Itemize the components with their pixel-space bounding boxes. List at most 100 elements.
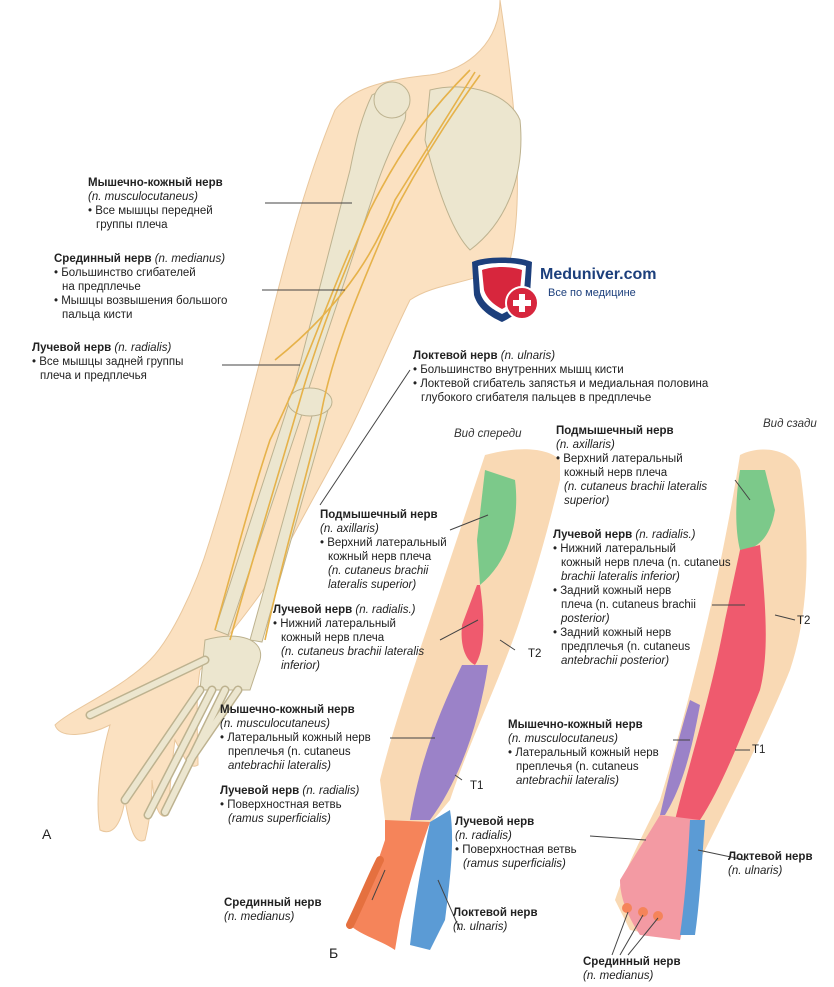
label-back-ulnar: Локтевой нерв (n. ulnaris) — [728, 850, 813, 878]
label-item: преплечья (n. cutaneus — [228, 746, 351, 758]
label-item: • Большинство внутренних мышц кисти — [413, 364, 624, 376]
label-item: (ramus superficialis) — [228, 813, 331, 825]
segment-t2-front: T2 — [528, 648, 542, 660]
label-item: inferior) — [281, 660, 320, 672]
label-item: • Верхний латеральный — [320, 537, 447, 549]
label-title: Мышечно-кожный нерв — [220, 704, 355, 716]
label-title: Лучевой нерв — [273, 604, 353, 616]
label-latin: (n. axillaris) — [556, 439, 615, 451]
label-latin: (n. medianus) — [154, 253, 226, 265]
label-item: • Нижний латеральный — [273, 618, 396, 630]
segment-t1-back: T1 — [752, 744, 766, 756]
label-latin: (n. musculocutaneus) — [220, 718, 330, 730]
label-title: Срединный нерв — [583, 956, 681, 968]
label-radial: Лучевой нерв (n. radialis) • Все мышцы з… — [32, 341, 183, 383]
label-item: плеча (n. cutaneus brachii — [561, 599, 696, 611]
label-latin: (n. radialis.) — [355, 604, 416, 616]
label-front-radial-superficial: Лучевой нерв (n. radialis) • Поверхностн… — [220, 784, 359, 826]
label-item: предплечья (n. cutaneus — [561, 641, 691, 653]
label-item: • Все мышцы передней — [88, 205, 213, 217]
label-latin: (n. ulnaris) — [453, 921, 508, 933]
label-item: кожный нерв плеча — [564, 467, 668, 479]
label-item: преплечья (n. cutaneus — [516, 761, 639, 773]
label-item: кожный нерв плеча (n. cutaneus — [561, 557, 731, 569]
label-item: posterior) — [561, 613, 610, 625]
hand-bones — [85, 635, 262, 820]
label-latin: (n. radialis.) — [635, 529, 696, 541]
label-title: Мышечно-кожный нерв — [508, 719, 643, 731]
label-title: Подмышечный нерв — [556, 425, 674, 437]
label-item: пальца кисти — [62, 309, 133, 321]
label-latin: (n. medianus) — [583, 970, 654, 982]
scapula — [424, 86, 522, 251]
label-title: Срединный нерв — [224, 897, 322, 909]
figure-a-letter: А — [42, 826, 52, 842]
label-front-median: Срединный нерв (n. medianus) — [224, 896, 322, 924]
label-musculocutaneous: Мышечно-кожный нерв (n. musculocutaneus)… — [88, 176, 223, 232]
label-item: • Нижний латеральный — [553, 543, 676, 555]
label-front-ulnar: Локтевой нерв (n. ulnaris) — [453, 906, 538, 934]
logo-tagline: Все по медицине — [548, 287, 636, 299]
label-item: плеча и предплечья — [40, 370, 147, 382]
meduniver-logo-icon — [472, 257, 539, 322]
label-latin: (n. medianus) — [224, 911, 295, 923]
label-item: • Поверхностная ветвь — [455, 844, 577, 856]
label-item: • Большинство сгибателей — [54, 267, 196, 279]
label-item: antebrachii posterior) — [561, 655, 670, 667]
label-item: • Латеральный кожный нерв — [220, 732, 371, 744]
label-front-musculocutaneous: Мышечно-кожный нерв (n. musculocutaneus)… — [220, 703, 371, 773]
label-item: на предплечье — [62, 281, 141, 293]
label-item: • Латеральный кожный нерв — [508, 747, 659, 759]
segment-t2-back: T2 — [797, 615, 811, 627]
label-item: • Верхний латеральный — [556, 453, 683, 465]
label-latin: (n. ulnaris) — [728, 865, 783, 877]
label-title: Лучевой нерв — [455, 816, 535, 828]
label-middle-radial-superficial: Лучевой нерв (n. radialis) • Поверхностн… — [455, 815, 577, 871]
label-back-median: Срединный нерв (n. medianus) — [583, 955, 681, 983]
segment-t1-front: T1 — [470, 780, 484, 792]
label-back-musculocutaneous: Мышечно-кожный нерв (n. musculocutaneus)… — [508, 718, 659, 788]
view-back-caption: Вид сзади — [763, 418, 817, 430]
label-item: superior) — [564, 495, 610, 507]
label-item: antebrachii lateralis) — [228, 760, 331, 772]
label-title: Подмышечный нерв — [320, 509, 438, 521]
label-latin: (n. axillaris) — [320, 523, 379, 535]
label-title: Локтевой нерв — [453, 907, 538, 919]
meduniver-logo[interactable]: Meduniver.com Все по медицине — [470, 255, 700, 325]
label-latin: (n. radialis) — [455, 830, 512, 842]
back-arm-dermatome-map — [615, 449, 807, 940]
label-item: • Задний кожный нерв — [553, 627, 672, 639]
label-item: • Мышцы возвышения большого — [54, 295, 228, 307]
label-back-axillary: Подмышечный нерв (n. axillaris) • Верхни… — [556, 424, 707, 508]
label-latin: (n. radialis) — [302, 785, 360, 797]
label-item: глубокого сгибателя пальцев в предплечье — [421, 392, 652, 404]
label-item: • Задний кожный нерв — [553, 585, 672, 597]
label-item: (ramus superficialis) — [463, 858, 566, 870]
label-title: Мышечно-кожный нерв — [88, 177, 223, 189]
label-back-radial: Лучевой нерв (n. radialis.) • Нижний лат… — [553, 528, 731, 668]
leader-lines — [222, 202, 796, 956]
label-latin: (n. musculocutaneus) — [88, 191, 198, 203]
label-title: Лучевой нерв — [553, 529, 633, 541]
label-latin: (n. radialis) — [114, 342, 172, 354]
label-item: кожный нерв плеча — [328, 551, 432, 563]
label-title: Локтевой нерв — [728, 851, 813, 863]
nerve-lines — [214, 69, 481, 641]
label-ulnar: Локтевой нерв (n. ulnaris) • Большинство… — [413, 349, 708, 405]
view-front-caption: Вид спереди — [454, 428, 522, 440]
label-title: Срединный нерв — [54, 253, 152, 265]
label-latin: (n. musculocutaneus) — [508, 733, 618, 745]
label-item: (n. cutaneus brachii lateralis — [281, 646, 425, 658]
label-item: • Локтевой сгибатель запястья и медиальн… — [413, 378, 709, 390]
label-item: (n. cutaneus brachii lateralis — [564, 481, 708, 493]
label-item: группы плеча — [96, 219, 168, 231]
label-front-axillary: Подмышечный нерв (n. axillaris) • Верхни… — [320, 508, 447, 592]
label-item: lateralis superior) — [328, 579, 417, 591]
label-median: Срединный нерв (n. medianus) • Большинст… — [54, 252, 227, 322]
label-latin: (n. ulnaris) — [500, 350, 556, 362]
label-item: (n. cutaneus brachii — [328, 565, 429, 577]
label-title: Лучевой нерв — [32, 342, 112, 354]
label-item: brachii lateralis inferior) — [561, 571, 680, 583]
label-item: кожный нерв плеча — [281, 632, 385, 644]
